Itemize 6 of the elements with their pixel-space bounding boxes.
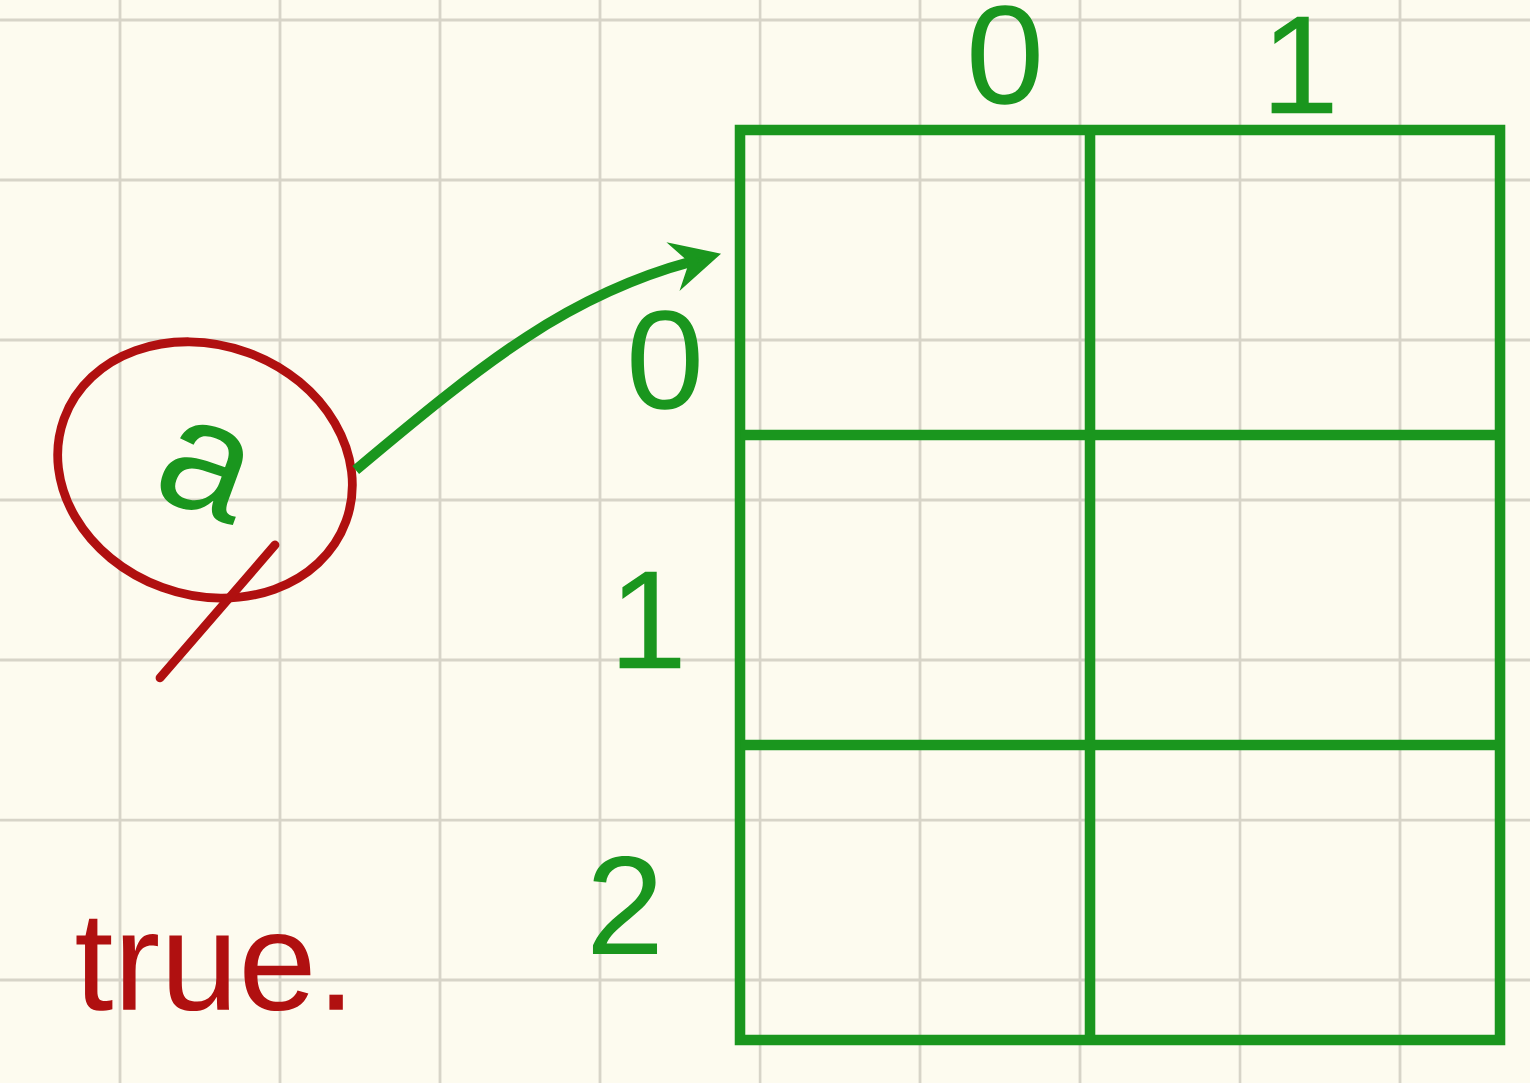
row-index: 2 <box>592 855 657 955</box>
handwritten-note: true. <box>76 918 343 1012</box>
row-index: 1 <box>619 571 681 669</box>
row-index: 0 <box>631 310 699 410</box>
table-grid <box>734 124 1506 1046</box>
circled-letter: a <box>53 337 357 683</box>
